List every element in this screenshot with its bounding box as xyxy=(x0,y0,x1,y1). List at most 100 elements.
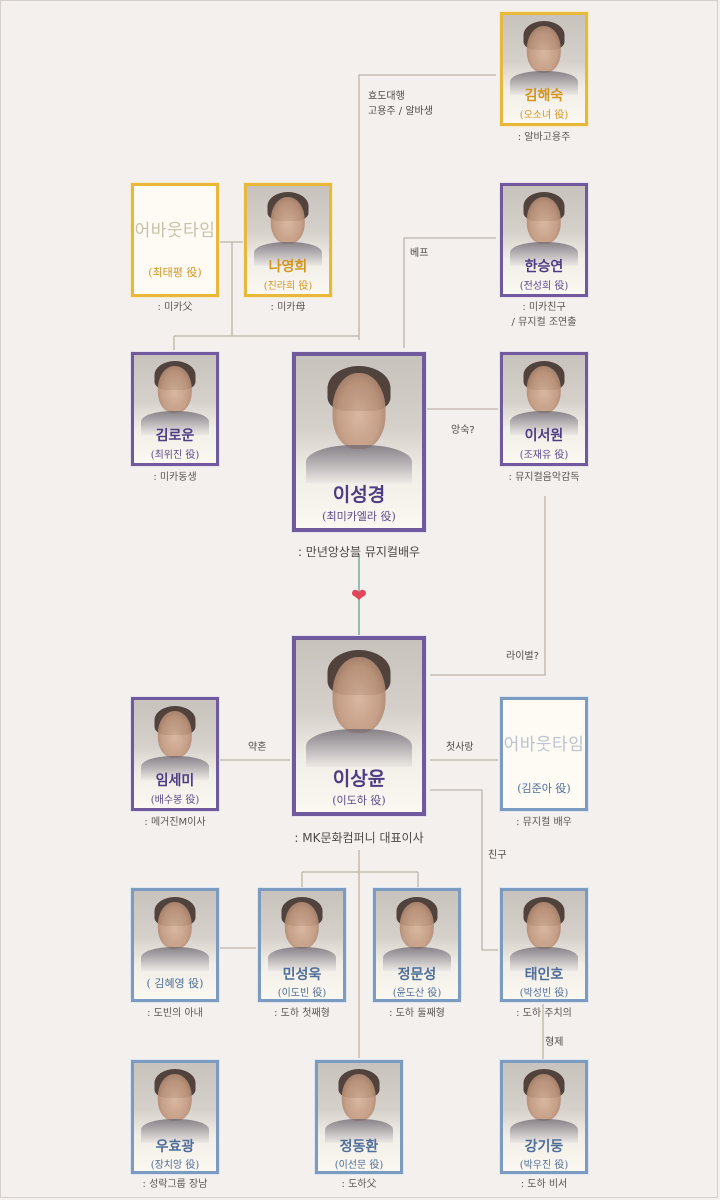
character-role: (이도빈 役) xyxy=(277,988,327,999)
placeholder-text: 어바웃타임 xyxy=(134,221,216,242)
relation-label-fiancee: 약혼 xyxy=(248,742,267,753)
portrait-face xyxy=(526,365,562,414)
portrait-face xyxy=(157,365,193,414)
character-desc: : 도빈의 아내 xyxy=(147,1008,203,1019)
character-role: (최태평 役) xyxy=(148,266,202,279)
actor-name: 이상윤 xyxy=(332,768,386,790)
line-rival xyxy=(430,496,546,676)
relation-label-employer-1: 효도대행 xyxy=(368,91,405,102)
portrait-shoulders xyxy=(140,1119,210,1143)
portrait-face xyxy=(526,1073,562,1122)
character-card-han-seungyeon: 한승연 (전성희 役) xyxy=(500,183,588,297)
character-card-woo-hyokwang: 우효광 (장치앙 役) xyxy=(131,1060,219,1174)
character-desc: : 미카母 xyxy=(270,302,306,313)
portrait-shoulders xyxy=(382,947,452,971)
character-role: (박우진 役) xyxy=(519,1160,569,1171)
character-role: (오소녀 役) xyxy=(519,110,569,121)
character-desc: : 만년앙상블 뮤지컬배우 xyxy=(297,545,421,559)
heart-icon: ❤ xyxy=(351,585,367,607)
actor-name: 임세미 xyxy=(155,773,195,789)
portrait-face xyxy=(157,901,193,950)
portrait-shoulders xyxy=(509,71,579,95)
relation-label-brothers: 형제 xyxy=(545,1037,564,1048)
actor-name: 정동환 xyxy=(339,1139,379,1155)
character-desc: : 메거진M이사 xyxy=(144,817,206,828)
character-desc: : 뮤지컬 배우 xyxy=(516,817,572,828)
character-role: (배수봉 役) xyxy=(150,795,200,806)
character-role: (최미카엘라 役) xyxy=(322,510,396,523)
character-desc: : 도하 주치의 xyxy=(516,1008,572,1019)
character-role: (조재유 役) xyxy=(519,450,569,461)
character-role: ( 김혜영 役) xyxy=(146,977,204,990)
relation-label-first-love: 첫사랑 xyxy=(446,742,474,753)
character-role: (전성희 役) xyxy=(519,281,569,292)
portrait-shoulders xyxy=(140,947,210,971)
actor-name: 김해숙 xyxy=(524,88,564,104)
character-desc: : 도하父 xyxy=(341,1179,377,1190)
character-desc: : 알바고용주 xyxy=(517,132,571,143)
portrait-face xyxy=(332,373,386,449)
portrait-shoulders xyxy=(306,445,412,484)
character-desc-2: / 뮤지컬 조연출 xyxy=(511,317,577,328)
actor-name: 한승연 xyxy=(524,259,564,275)
character-desc: : 성락그룹 장남 xyxy=(142,1179,208,1190)
portrait-face xyxy=(270,196,306,245)
portrait-shoulders xyxy=(140,756,210,780)
character-card-lee-sungkyung: 이성경 (최미카엘라 役) xyxy=(292,352,426,532)
character-card-kim-haesuk: 김해숙 (오소녀 役) xyxy=(500,12,588,126)
character-role: (윤도산 役) xyxy=(392,988,442,999)
character-card-na-younghee: 나영희 (진라희 役) xyxy=(244,183,332,297)
line-friend xyxy=(430,789,498,951)
character-desc: : 도하 둘째형 xyxy=(389,1008,445,1019)
character-role: (장치앙 役) xyxy=(150,1160,200,1171)
portrait-face xyxy=(332,657,386,733)
character-role: (최위진 役) xyxy=(150,450,200,461)
character-desc: : 뮤지컬음악감독 xyxy=(508,472,580,483)
relation-label-enemy: 앙숙? xyxy=(451,425,475,436)
portrait-shoulders xyxy=(140,411,210,435)
character-role: (김준아 役) xyxy=(517,782,571,795)
character-card-kim-rowoon: 김로운 (최위진 役) xyxy=(131,352,219,466)
character-role: (박성빈 役) xyxy=(519,988,569,999)
character-role: (이도하 役) xyxy=(332,794,386,807)
character-card-lee-sangyoon: 이상윤 (이도하 役) xyxy=(292,636,426,816)
actor-name: 강기둥 xyxy=(524,1139,564,1155)
portrait-shoulders xyxy=(324,1119,394,1143)
portrait-face xyxy=(526,901,562,950)
portrait-shoulders xyxy=(509,242,579,266)
relation-label-employer-2: 고용주 / 알바생 xyxy=(368,106,433,117)
portrait-face xyxy=(526,25,562,74)
character-desc-1: : 미카친구 xyxy=(522,302,566,313)
relation-label-rival: 라이벌? xyxy=(506,651,539,662)
character-role: (이선문 役) xyxy=(334,1160,384,1171)
relation-label-friend: 친구 xyxy=(488,850,507,861)
portrait-face xyxy=(399,901,435,950)
actor-name: 정문성 xyxy=(397,967,437,983)
character-card-lee-seowon: 이서원 (조재유 役) xyxy=(500,352,588,466)
character-desc: : 도하 비서 xyxy=(520,1179,568,1190)
character-desc: : 도하 첫째형 xyxy=(274,1008,330,1019)
portrait-shoulders xyxy=(267,947,337,971)
character-card-im-semi: 임세미 (배수봉 役) xyxy=(131,697,219,811)
character-card-tae-inho: 태인호 (박성빈 役) xyxy=(500,888,588,1002)
character-card-jung-moonsung: 정문성 (윤도산 役) xyxy=(373,888,461,1002)
character-role: (진라희 役) xyxy=(263,281,313,292)
actor-name: 민성욱 xyxy=(282,967,322,983)
character-card-choi-taepyeong: 어바웃타임 (최태평 役) xyxy=(131,183,219,297)
portrait-face xyxy=(157,710,193,759)
actor-name: 이성경 xyxy=(332,484,386,506)
portrait-shoulders xyxy=(509,1119,579,1143)
character-card-kim-hyeyoung: ( 김혜영 役) xyxy=(131,888,219,1002)
character-card-min-sungwook: 민성욱 (이도빈 役) xyxy=(258,888,346,1002)
portrait-shoulders xyxy=(509,411,579,435)
character-card-kim-junah: 어바웃타임 (김준아 役) xyxy=(500,697,588,811)
placeholder-text: 어바웃타임 xyxy=(503,735,585,756)
actor-name: 우효광 xyxy=(155,1139,195,1155)
actor-name: 나영희 xyxy=(268,259,308,275)
character-desc: : MK문화컴퍼니 대표이사 xyxy=(294,831,424,845)
portrait-face xyxy=(526,196,562,245)
character-desc: : 미카父 xyxy=(157,302,193,313)
actor-name: 태인호 xyxy=(524,967,564,983)
